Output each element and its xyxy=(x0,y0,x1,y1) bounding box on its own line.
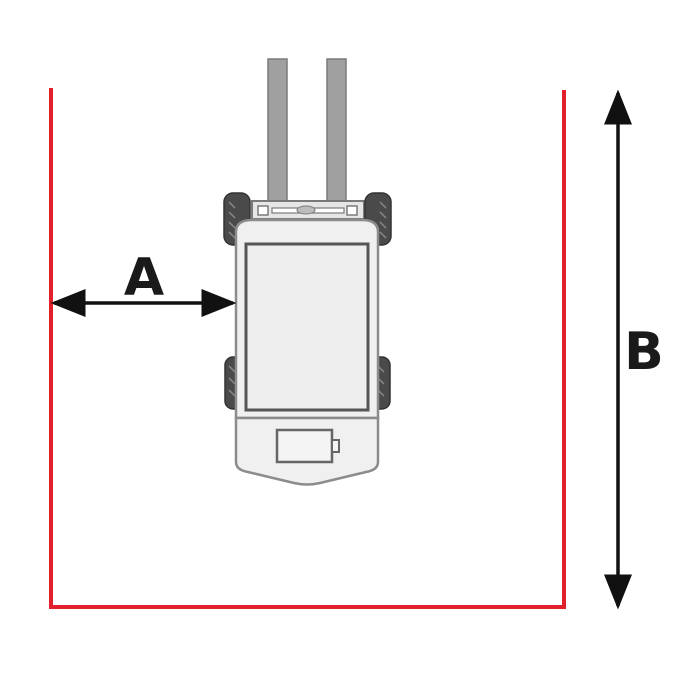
dimension-a-label: A xyxy=(124,248,164,308)
forklift-top-view-icon xyxy=(223,58,392,486)
dimension-b-label: B xyxy=(624,322,664,382)
aisle-boundary xyxy=(49,88,566,609)
left-fork xyxy=(267,58,288,210)
battery-icon xyxy=(275,428,340,464)
operator-cab xyxy=(244,242,370,412)
right-fork xyxy=(326,58,347,210)
